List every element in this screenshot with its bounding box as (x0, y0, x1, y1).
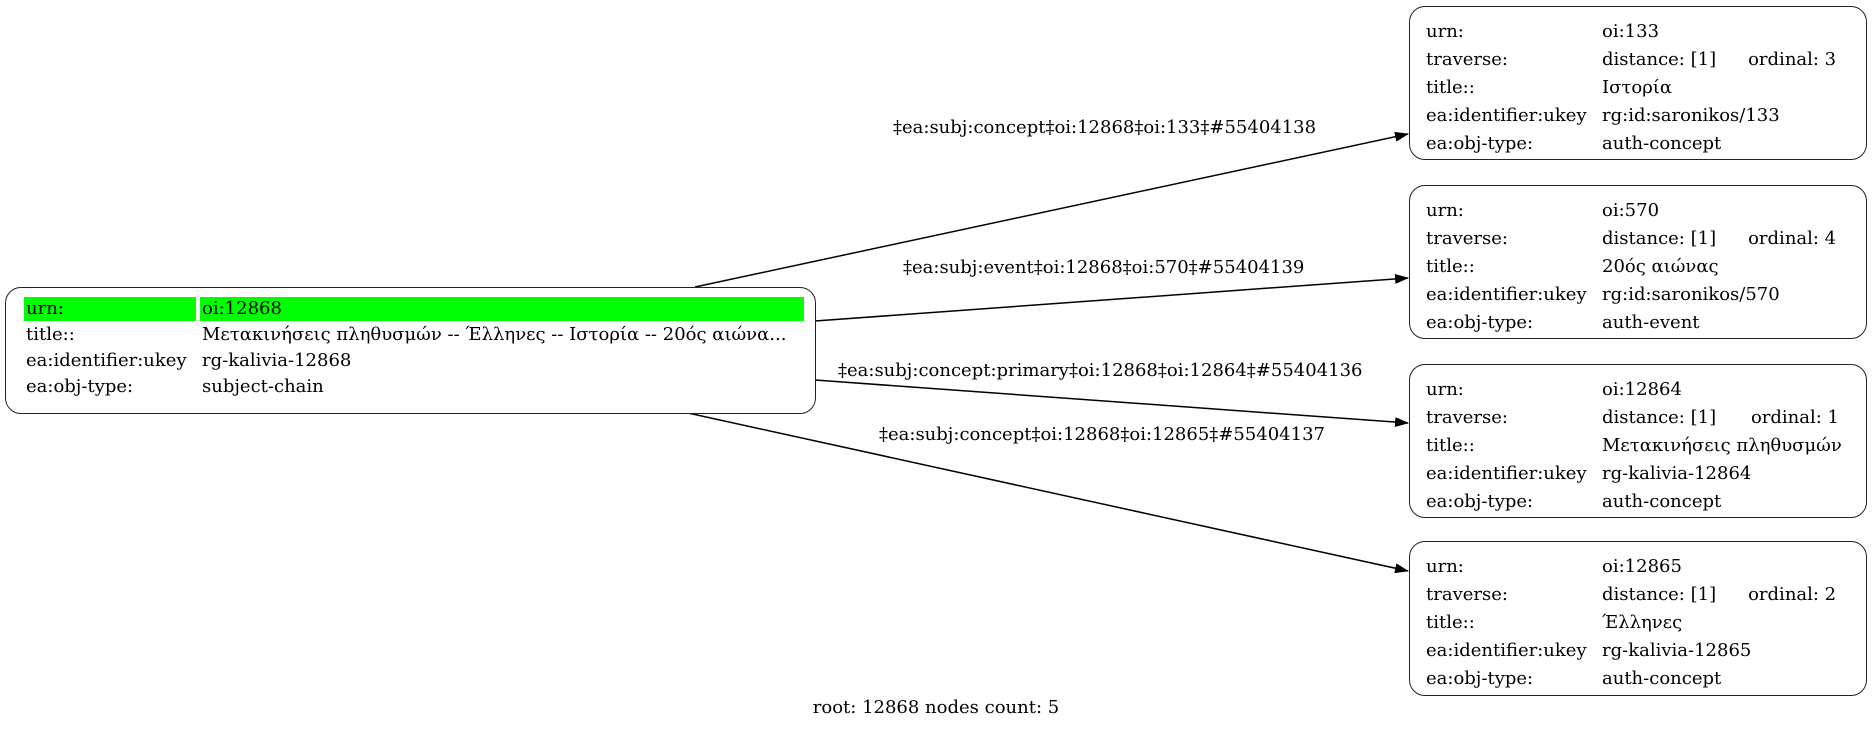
type-value: auth-concept (1602, 133, 1722, 154)
urn-key: urn: (1426, 200, 1464, 221)
type-key: ea:obj-type: (1426, 668, 1534, 689)
root-ukey-value: rg-kalivia-12868 (202, 350, 352, 371)
urn-value: oi:570 (1602, 200, 1660, 221)
edge-line-2 (814, 273, 1409, 322)
traverse-key: traverse: (1426, 584, 1508, 605)
urn-key: urn: (1426, 21, 1464, 42)
urn-key: urn: (1426, 556, 1464, 577)
edge-label-4: ‡ea:subj:concept‡oi:12868‡oi:12865‡#5540… (879, 424, 1325, 445)
type-value: auth-concept (1602, 668, 1722, 689)
distance-value: distance: [1] (1602, 228, 1717, 249)
ukey-value: rg:id:saronikos/570 (1602, 284, 1780, 305)
child-node-12864[interactable]: urn: oi:12864 traverse: distance: [1] ordin… (1409, 364, 1867, 518)
root-type-key: ea:obj-type: (26, 376, 134, 397)
edge-label-1: ‡ea:subj:concept‡oi:12868‡oi:133‡#554041… (893, 117, 1317, 138)
type-value: auth-event (1602, 312, 1700, 333)
root-row-ukey: ea:identifier:ukey rg-kalivia-12868 (24, 349, 804, 373)
title-key: title:: (1426, 612, 1475, 633)
edge-label-2: ‡ea:subj:event‡oi:12868‡oi:570‡#55404139 (903, 257, 1305, 278)
urn-value: oi:12865 (1602, 556, 1682, 577)
root-node[interactable]: urn: oi:12868 title:: Μετακινήσεις πληθυ… (5, 287, 816, 414)
child-node-table: urn: oi:12864 traverse: distance: [1] ordin… (1420, 374, 1848, 518)
root-ukey-key: ea:identifier:ukey (26, 350, 187, 371)
root-type-value: subject-chain (202, 376, 324, 397)
ukey-key: ea:identifier:ukey (1426, 284, 1587, 305)
ukey-value: rg:id:saronikos/133 (1602, 105, 1780, 126)
ukey-key: ea:identifier:ukey (1426, 105, 1587, 126)
root-title-value: Μετακινήσεις πληθυσμών -- Έλληνες -- Ιστ… (202, 324, 787, 345)
traverse-key: traverse: (1426, 407, 1508, 428)
root-row-type: ea:obj-type: subject-chain (24, 375, 804, 399)
urn-value: oi:12864 (1602, 379, 1682, 400)
type-key: ea:obj-type: (1426, 491, 1534, 512)
child-node-570[interactable]: urn: oi:570 traverse: distance: [1] ordinal… (1409, 185, 1867, 339)
distance-value: distance: [1] (1602, 49, 1717, 70)
root-row-urn: urn: oi:12868 (24, 297, 804, 321)
title-value: Μετακινήσεις πληθυσμών (1602, 435, 1842, 456)
root-urn-key: urn: (24, 297, 196, 321)
ordinal-value: ordinal: 3 (1748, 49, 1837, 70)
child-node-133[interactable]: urn: oi:133 traverse: distance: [1] ordinal… (1409, 6, 1867, 160)
urn-value: oi:133 (1602, 21, 1660, 42)
root-title-key: title:: (26, 324, 75, 345)
ukey-value: rg-kalivia-12864 (1602, 463, 1752, 484)
edge-label-3: ‡ea:subj:concept:primary‡oi:12868‡oi:128… (838, 360, 1363, 381)
traverse-key: traverse: (1426, 49, 1508, 70)
root-urn-value: oi:12868 (200, 297, 804, 321)
title-value: Ιστορία (1602, 77, 1672, 98)
type-key: ea:obj-type: (1426, 312, 1534, 333)
urn-key: urn: (1426, 379, 1464, 400)
ukey-key: ea:identifier:ukey (1426, 463, 1587, 484)
edge-line-3 (814, 379, 1409, 428)
traverse-key: traverse: (1426, 228, 1508, 249)
edge-line-1 (694, 131, 1409, 288)
ordinal-value: ordinal: 4 (1748, 228, 1837, 249)
child-node-12865[interactable]: urn: oi:12865 traverse: distance: [1] ordin… (1409, 541, 1867, 696)
distance-value: distance: [1] (1602, 584, 1717, 605)
title-value: Έλληνες (1602, 612, 1683, 633)
child-node-table: urn: oi:570 traverse: distance: [1] ordinal… (1420, 195, 1842, 339)
child-node-table: urn: oi:133 traverse: distance: [1] ordinal… (1420, 16, 1842, 160)
graph-footer: root: 12868 nodes count: 5 (812, 697, 1060, 718)
root-node-table: urn: oi:12868 title:: Μετακινήσεις πληθυ… (20, 295, 808, 401)
root-row-title: title:: Μετακινήσεις πληθυσμών -- Έλληνε… (24, 323, 804, 347)
child-node-table: urn: oi:12865 traverse: distance: [1] ordin… (1420, 551, 1842, 695)
title-key: title:: (1426, 435, 1475, 456)
edge-line-4 (687, 412, 1409, 574)
ukey-key: ea:identifier:ukey (1426, 640, 1587, 661)
distance-value: distance: [1] (1602, 407, 1717, 428)
type-value: auth-concept (1602, 491, 1722, 512)
title-value: 20ός αιώνας (1602, 256, 1719, 277)
title-key: title:: (1426, 256, 1475, 277)
ordinal-value: ordinal: 1 (1750, 407, 1839, 428)
title-key: title:: (1426, 77, 1475, 98)
type-key: ea:obj-type: (1426, 133, 1534, 154)
ordinal-value: ordinal: 2 (1748, 584, 1837, 605)
ukey-value: rg-kalivia-12865 (1602, 640, 1752, 661)
